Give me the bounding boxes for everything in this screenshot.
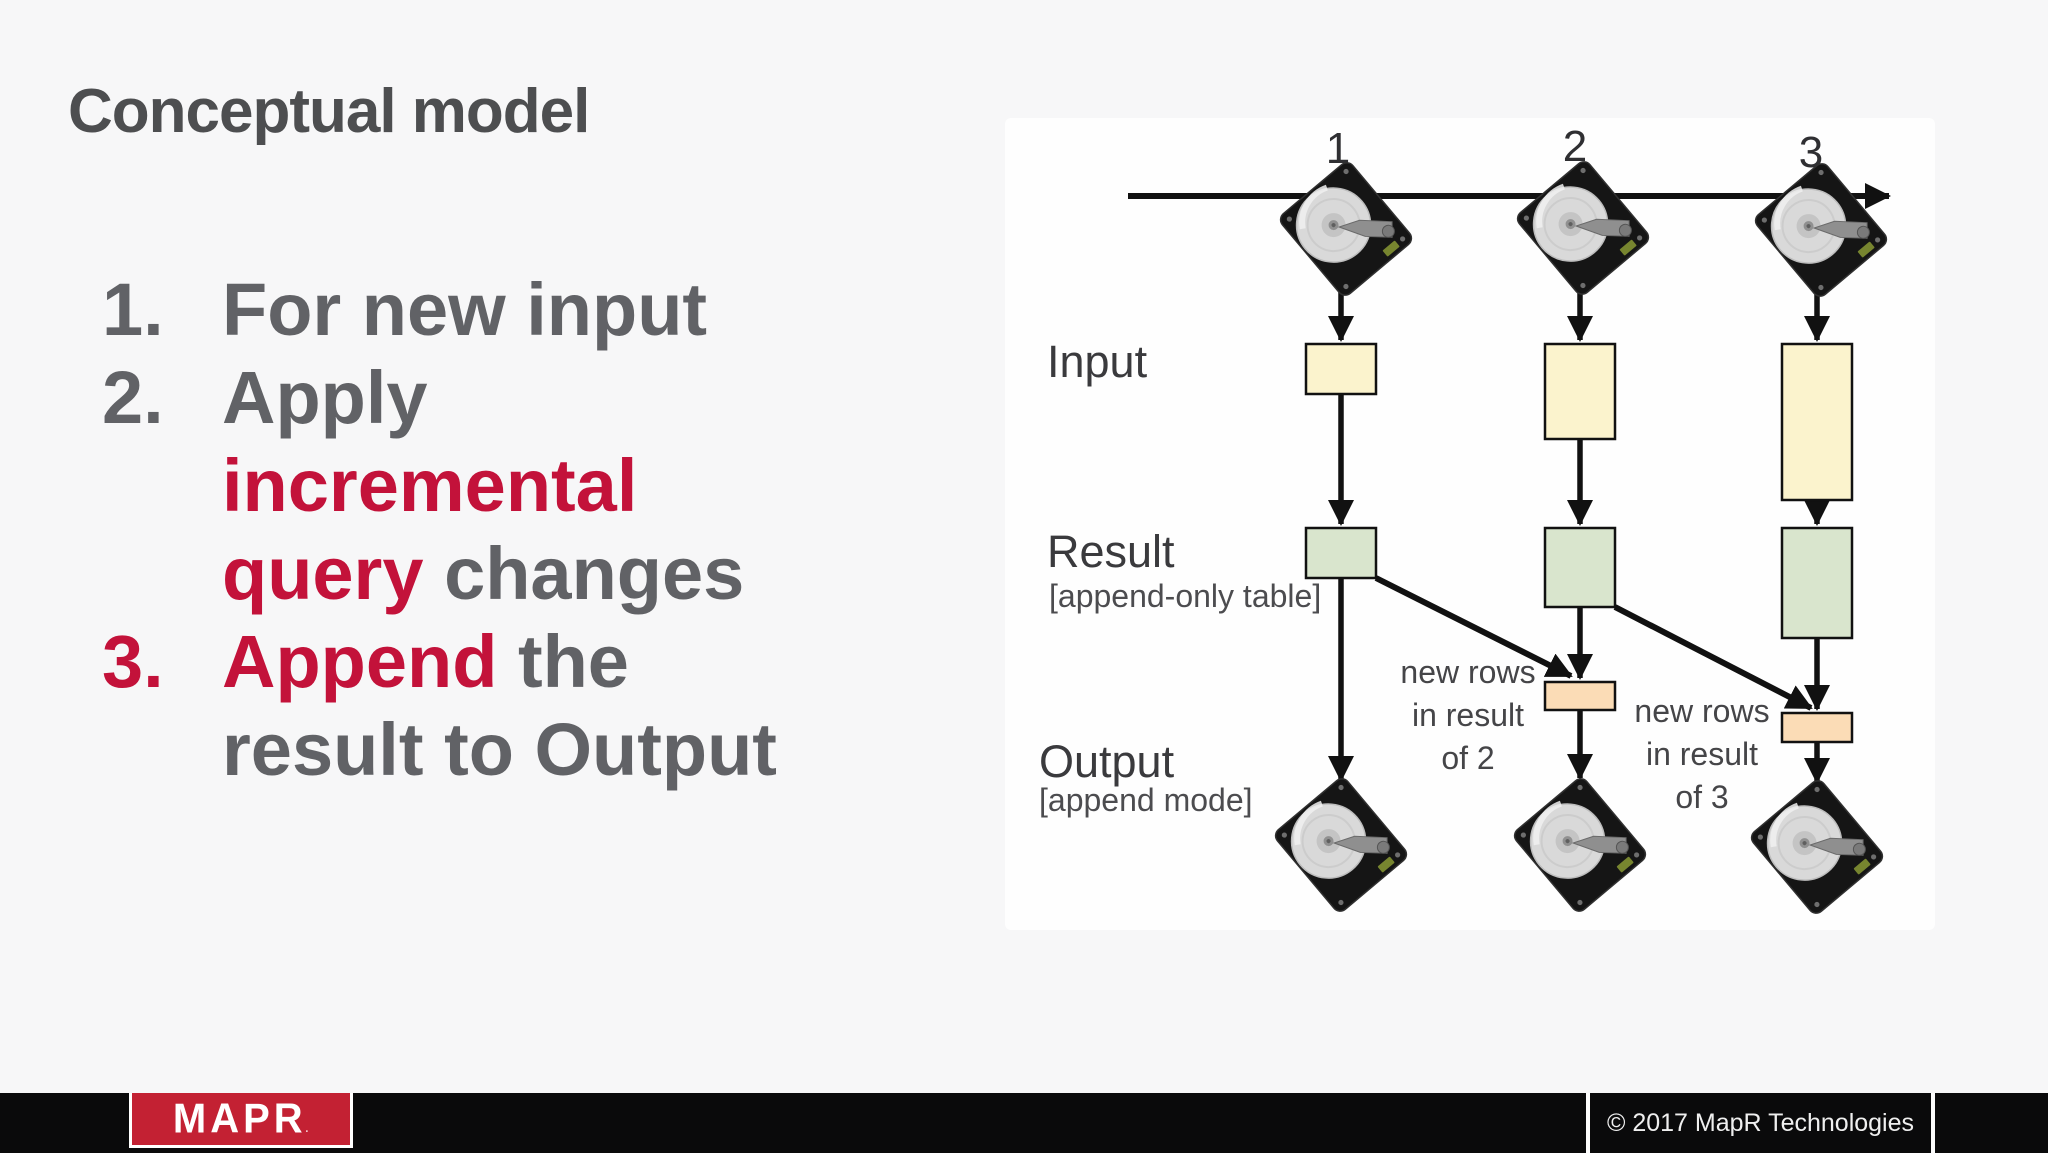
list-item: 3. Append the: [102, 618, 862, 706]
list-number: 2.: [102, 356, 164, 439]
result-box-3: [1780, 526, 1854, 640]
list-text: Append the: [222, 618, 862, 706]
annotation-line: in result: [1411, 697, 1525, 733]
disk-icon: [1272, 776, 1409, 915]
output-note-label: [append mode]: [1039, 782, 1253, 818]
list-text: Apply: [222, 356, 428, 439]
new-rows-2-annotation: new rows in result of 2: [1388, 651, 1548, 780]
copyright-text: © 2017 MapR Technologies: [1606, 1108, 1915, 1137]
annotation-line: new rows: [1400, 654, 1536, 690]
result-note-label: [append-only table]: [1049, 578, 1322, 614]
list-text: result to Output: [222, 708, 777, 791]
bullet-list: 1. For new input 2. Apply incremental qu…: [102, 266, 862, 794]
list-text-tail: changes: [423, 532, 745, 615]
input-label: Input: [1047, 336, 1148, 387]
new-rows-3-annotation: new rows in result of 3: [1622, 690, 1782, 819]
footer-divider: [1931, 1093, 1935, 1153]
list-text-tail: the: [497, 620, 629, 703]
disk-icon: [1277, 160, 1414, 299]
disk-icon: [1514, 159, 1651, 298]
input-box-1: [1304, 342, 1378, 396]
input-box-3: [1780, 342, 1854, 502]
page-title: Conceptual model: [68, 77, 590, 146]
input-box-2: [1543, 342, 1617, 441]
new-rows-box-3: [1780, 711, 1854, 744]
diagram-panel: 1 2 3: [1005, 118, 1935, 930]
disk-icon: [1752, 161, 1889, 300]
footer-bar: MAPR . © 2017 MapR Technologies: [0, 1093, 2048, 1153]
list-item: 2. Apply: [102, 354, 862, 442]
mapr-logo-block: MAPR .: [129, 1093, 353, 1148]
list-number: [102, 706, 222, 794]
result-label: Result: [1047, 526, 1175, 577]
arrow-result2-newrows3: [1613, 604, 1813, 711]
annotation-line: of 2: [1441, 740, 1495, 776]
list-item-continuation: query changes: [102, 530, 862, 618]
list-number: 3.: [102, 620, 164, 703]
list-number: [102, 530, 222, 618]
list-number: [102, 442, 222, 530]
list-item-continuation: result to Output: [102, 706, 862, 794]
list-text: query changes: [222, 530, 862, 618]
list-text: For new input: [222, 268, 708, 351]
footer-divider: [1586, 1093, 1590, 1153]
list-item: 1. For new input: [102, 266, 862, 354]
output-label: Output: [1039, 736, 1175, 787]
mapr-logo: MAPR: [172, 1095, 307, 1142]
annotation-line: of 3: [1675, 779, 1729, 815]
list-text-highlight: Append: [222, 620, 498, 703]
list-text-highlight: query: [222, 532, 424, 615]
result-box-2: [1543, 526, 1617, 609]
list-number: 1.: [102, 268, 164, 351]
list-text-highlight: incremental: [222, 444, 638, 527]
annotation-line: new rows: [1634, 693, 1770, 729]
flow-diagram: [1128, 118, 1935, 930]
list-item-continuation: incremental: [102, 442, 862, 530]
mapr-logo-mark: .: [304, 1119, 310, 1136]
arrow-result1-newrows2: [1374, 575, 1573, 679]
annotation-line: in result: [1645, 736, 1759, 772]
result-box-1: [1304, 526, 1378, 580]
new-rows-box-2: [1543, 680, 1617, 712]
